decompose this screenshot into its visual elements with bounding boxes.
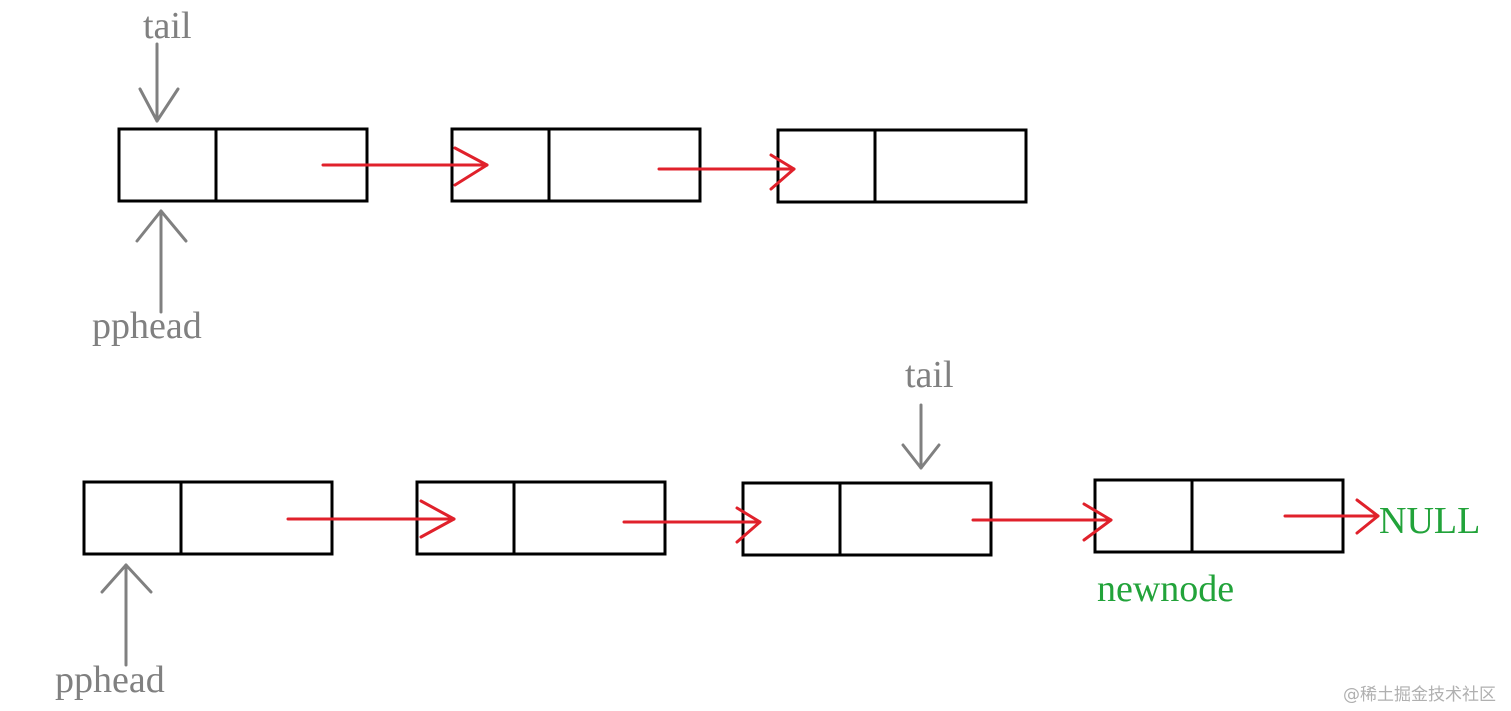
null-link-arrow <box>1283 498 1380 535</box>
top-tail-arrow <box>138 42 180 123</box>
bottom-head-label: pphead <box>55 659 165 701</box>
bottom-list: tail pphead NULL newnode <box>55 354 1480 701</box>
bottom-link-arrow-2 <box>622 506 762 544</box>
watermark: @稀土掘金技术社区 <box>1343 685 1496 705</box>
bottom-tail-label: tail <box>905 354 954 396</box>
top-link-arrow-2 <box>657 153 796 191</box>
newnode-label: newnode <box>1097 568 1234 610</box>
bottom-tail-arrow <box>901 403 941 470</box>
bottom-node-3 <box>741 481 993 557</box>
top-list: tail pphead <box>92 5 1028 347</box>
node-box <box>450 127 702 203</box>
node-box <box>776 128 1028 204</box>
bottom-link-arrow-3 <box>971 502 1113 542</box>
top-link-arrow-1 <box>321 146 489 187</box>
top-head-label: pphead <box>92 305 202 347</box>
top-node-3 <box>776 128 1028 204</box>
node-box <box>741 481 993 557</box>
null-label: NULL <box>1379 500 1480 542</box>
bottom-link-arrow-1 <box>286 499 456 539</box>
bottom-head-arrow <box>100 563 153 667</box>
top-tail-label: tail <box>143 5 192 47</box>
top-node-2 <box>450 127 702 203</box>
top-head-arrow <box>135 209 188 314</box>
